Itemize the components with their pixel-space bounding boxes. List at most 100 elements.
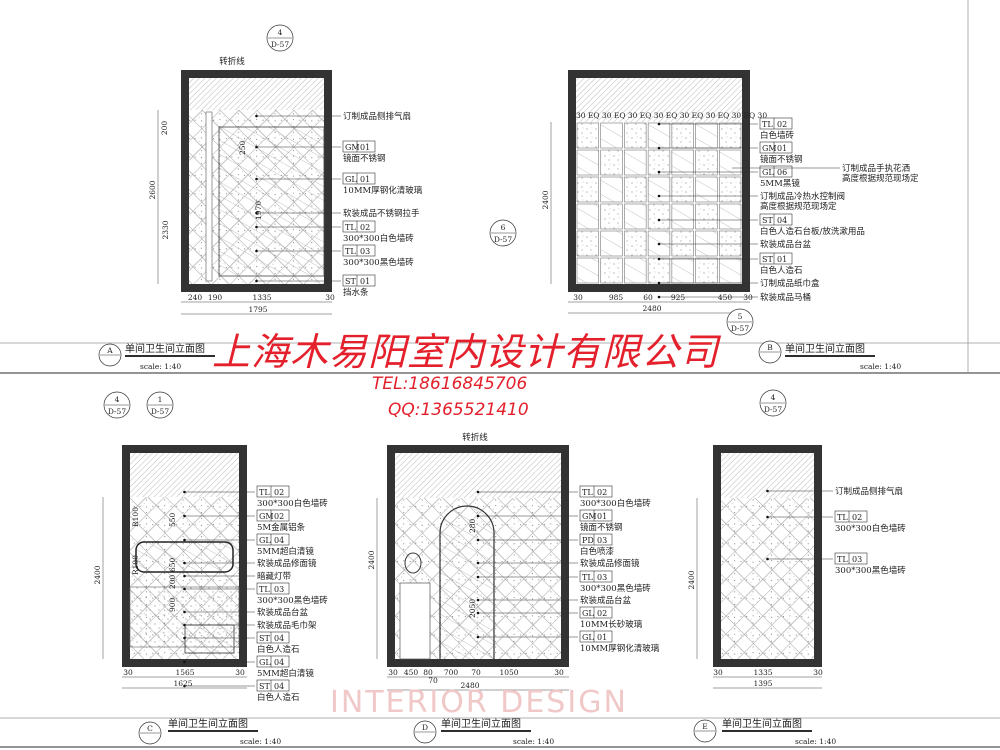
material-code: TL [837, 555, 848, 564]
leader-dot [255, 279, 258, 283]
material-description: 镜面不锈钢 [580, 522, 623, 533]
material-code-box [759, 213, 793, 226]
dimension-label: 70 [471, 668, 481, 677]
material-code: GL [259, 658, 271, 667]
dimension-label: 30 [388, 668, 398, 677]
tile-spacing-label: 30 EQ 30 EQ 30 EQ 30 EQ 30 EQ 30 EQ 30 E… [576, 111, 767, 120]
material-description: 镜面不锈钢 [760, 154, 803, 165]
material-code-box [579, 570, 613, 583]
leader-dot [476, 611, 480, 615]
wall-tile [624, 257, 647, 284]
wall-tile [576, 149, 600, 176]
material-code: TL [582, 488, 593, 497]
vanity-cabinet [399, 582, 431, 660]
material-description: 300*300黑色墙砖 [343, 257, 414, 268]
material-code-box [579, 485, 613, 498]
material-number: 01 [360, 143, 370, 152]
dimension-label: 1335 [753, 668, 772, 677]
inner-dim: 550 [168, 512, 177, 527]
wall-tile [576, 176, 600, 203]
material-description: 5M金属铝条 [257, 522, 306, 533]
company-watermark: 上海木易阳室内设计有限公司 [212, 330, 722, 374]
material-description: 300*300黑色墙砖 [835, 565, 906, 576]
material-code: GM [259, 512, 274, 521]
material-code: ST [259, 634, 270, 643]
elevation-title: 单间卫生间立面图 [785, 342, 865, 355]
reference-sheet: D-57 [151, 407, 169, 416]
material-code-box [834, 552, 868, 565]
callout-text: 订制成品纸巾盒 [760, 278, 820, 289]
mirror [135, 541, 234, 573]
dimension-total: 2480 [460, 681, 479, 690]
scale-label: scale: 1:40 [140, 362, 181, 371]
scale-label: scale: 1:40 [860, 362, 901, 371]
material-number: 03 [360, 247, 370, 256]
callout-text: 订制成品冷热水控制阀 [760, 191, 845, 202]
material-code-box [834, 510, 868, 523]
inner-dim: 650 [168, 557, 177, 572]
leader-dot [255, 249, 258, 253]
material-code: ST [345, 277, 356, 286]
material-code-box [342, 244, 376, 257]
callout-text: 软装成品修面镜 [580, 558, 640, 569]
wall-tile [695, 176, 718, 203]
material-code-box [342, 140, 376, 153]
wall-tile [647, 122, 671, 149]
dimension-label: 450 [404, 668, 419, 677]
material-code-box [342, 274, 376, 287]
dimension-label: 700 [444, 668, 459, 677]
leader-dot [476, 490, 480, 494]
leader-dot [476, 561, 480, 565]
glass-shower-door [218, 126, 325, 277]
material-number: 03 [597, 573, 607, 582]
brand-watermark: INTERIOR DESIGN [330, 685, 628, 720]
callout: 软装成品修面镜 [183, 558, 317, 569]
leader-dot [657, 257, 661, 261]
reference-number: 4 [771, 393, 776, 402]
callout-text: 订制成品侧排气扇 [835, 486, 903, 497]
wall-tile [576, 230, 600, 257]
leader-dot [183, 538, 186, 542]
material-number: 06 [777, 168, 787, 177]
wall-tile [624, 230, 647, 257]
material-number: 02 [597, 488, 607, 497]
wall-tile [671, 176, 694, 203]
callout: 订制成品侧排气扇 [255, 111, 411, 122]
wall-tile [718, 257, 742, 284]
callout: 软装成品台盆 [476, 595, 632, 606]
wall-tile [576, 257, 600, 284]
inner-dim: 900 [168, 597, 177, 612]
material-code: GM [762, 144, 777, 153]
leader-dot [476, 635, 480, 639]
material-code: ST [762, 255, 773, 264]
material-code-box [256, 509, 290, 522]
leader-dot [255, 145, 258, 149]
callout-text: 高度根据规范现场定 [760, 201, 837, 212]
inner-dim: R100 [131, 507, 140, 527]
scale-label: scale: 1:40 [795, 737, 836, 746]
material-code: TL [345, 247, 356, 256]
vertical-dimension: 2400 [687, 570, 696, 589]
material-code-box [759, 141, 793, 154]
wall-tile [647, 257, 671, 284]
wall-column [205, 111, 213, 282]
material-code: GM [345, 143, 360, 152]
elevation-title: 单间卫生间立面图 [125, 342, 205, 355]
dimension-label: 30 [743, 293, 753, 302]
dimension-label: 1335 [252, 293, 271, 302]
vertical-dimension: 2400 [541, 190, 550, 209]
reference-sheet: D-57 [764, 405, 782, 414]
leader-dot [657, 281, 661, 285]
material-description: 300*300白色墙砖 [343, 233, 414, 244]
arched-door [439, 505, 495, 659]
reference-sheet: D-57 [494, 235, 512, 244]
wall-tile [718, 176, 742, 203]
